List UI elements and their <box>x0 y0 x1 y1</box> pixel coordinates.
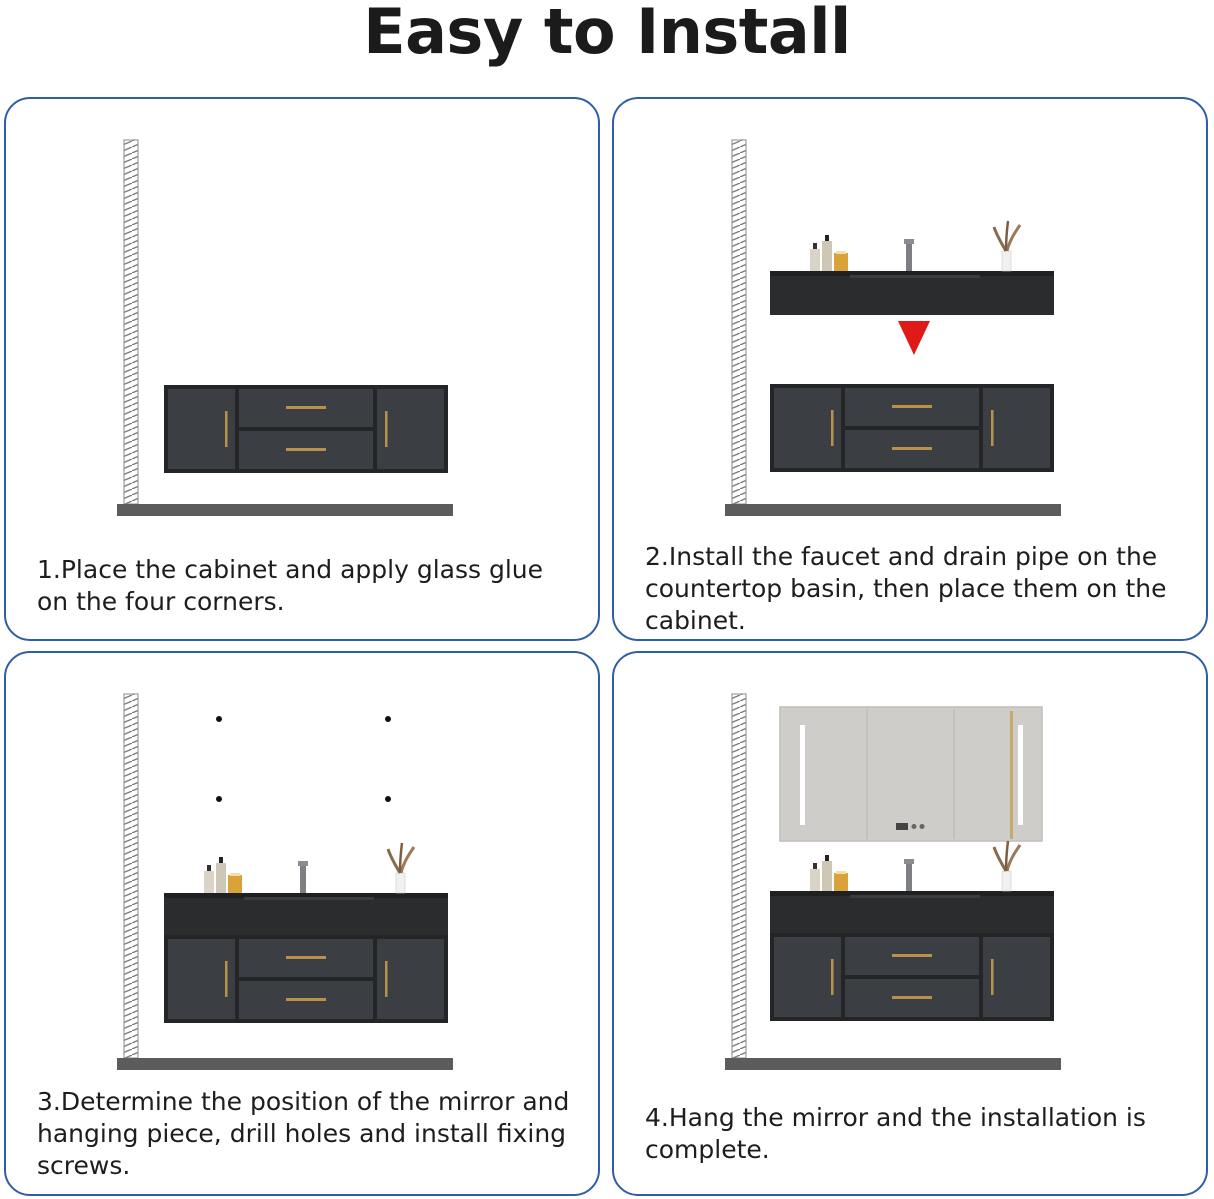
screw-hole <box>385 716 391 722</box>
cabinet <box>770 933 1054 1021</box>
step-2-panel: 2.Install the faucet and drain pipe on t… <box>612 97 1208 641</box>
cabinet <box>164 385 448 473</box>
down-arrow-icon <box>898 321 930 355</box>
step-3-panel: 3.Determine the position of the mirror a… <box>4 651 600 1196</box>
countertop-basin <box>768 219 1056 317</box>
step-4-illustration <box>724 693 1062 1071</box>
step-4-caption: 4.Hang the mirror and the installation i… <box>645 1103 1146 1164</box>
step-1-panel: 1.Place the cabinet and apply glass glue… <box>4 97 600 641</box>
step-3-caption: 3.Determine the position of the mirror a… <box>37 1087 570 1180</box>
step-1-caption: 1.Place the cabinet and apply glass glue… <box>37 555 543 616</box>
step-1-illustration <box>116 139 454 517</box>
step-2-illustration <box>724 139 1062 517</box>
led-mirror <box>779 706 1043 842</box>
screw-hole <box>216 716 222 722</box>
step-3-illustration <box>116 693 454 1071</box>
countertop-basin <box>162 841 450 939</box>
step-2-caption: 2.Install the faucet and drain pipe on t… <box>645 542 1167 635</box>
step-4-panel: 4.Hang the mirror and the installation i… <box>612 651 1208 1196</box>
cabinet <box>770 384 1054 472</box>
countertop-basin <box>768 839 1056 937</box>
page-title: Easy to Install <box>363 0 851 68</box>
cabinet <box>164 935 448 1023</box>
screw-hole <box>216 796 222 802</box>
screw-hole <box>385 796 391 802</box>
